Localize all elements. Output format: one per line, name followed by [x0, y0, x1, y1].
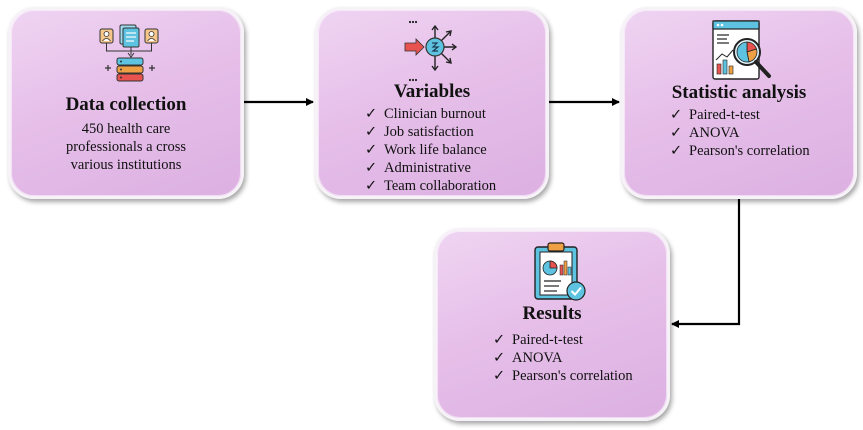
list-item: ✓ Pearson's correlation — [670, 142, 810, 160]
list-item-label: Pearson's correlation — [512, 368, 633, 384]
data-collection-icon — [99, 24, 159, 82]
data-collection-title: Data collection — [65, 94, 187, 115]
results-clipboard-icon — [534, 242, 586, 301]
list-item: ✓ Paired-t-test — [493, 331, 633, 349]
description-line: professionals a cross — [65, 139, 186, 155]
list-item-label: ANOVA — [512, 350, 563, 366]
list-item-label: Work life balance — [384, 142, 487, 158]
list-item-label: Paired-t-test — [689, 107, 760, 123]
list-item: ✓ Clinician burnout — [365, 105, 496, 123]
list-item: ✓ Paired-t-test — [670, 106, 810, 124]
check-icon: ✓ — [670, 125, 683, 141]
arrow-analysis-to-results — [671, 199, 741, 328]
data-collection-description: 450 health care professionals a cross va… — [11, 120, 241, 174]
list-item: ✓ Team collaboration — [365, 177, 496, 195]
check-icon: ✓ — [493, 368, 506, 384]
statistic-analysis-title: Statistic analysis — [671, 82, 807, 103]
list-item: ✓ Job satisfaction — [365, 123, 496, 141]
description-line: various institutions — [70, 157, 182, 173]
analysis-magnifier-icon — [712, 20, 771, 80]
list-item-label: Administrative — [384, 160, 471, 176]
list-item: ✓ Work life balance — [365, 141, 496, 159]
variables-list: ✓ Clinician burnout ✓ Job satisfaction ✓ Wo… — [365, 105, 496, 195]
list-item: ✓ Pearson's correlation — [493, 367, 633, 385]
check-icon: ✓ — [493, 332, 506, 348]
results-box: Results ✓ Paired-t-test ✓ ANOVA ✓ Pearson's… — [434, 228, 670, 421]
list-item-label: ANOVA — [689, 125, 740, 141]
check-icon: ✓ — [670, 107, 683, 123]
check-icon: ✓ — [670, 143, 683, 159]
data-collection-box: Data collection 450 health care professi… — [8, 7, 244, 199]
list-item: ✓ ANOVA — [670, 124, 810, 142]
check-icon: ✓ — [493, 350, 506, 366]
statistic-analysis-list: ✓ Paired-t-test ✓ ANOVA ✓ Pearson's correla… — [670, 106, 810, 160]
check-icon: ✓ — [365, 124, 378, 140]
check-icon: ✓ — [365, 178, 378, 194]
list-item: ✓ ANOVA — [493, 349, 633, 367]
list-item-label: Paired-t-test — [512, 332, 583, 348]
results-title: Results — [522, 303, 582, 324]
check-icon: ✓ — [365, 142, 378, 158]
list-item-label: Job satisfaction — [384, 124, 474, 140]
variables-box: Variables ✓ Clinician burnout ✓ Job satisf… — [315, 7, 549, 199]
variables-title: Variables — [393, 81, 471, 102]
results-list: ✓ Paired-t-test ✓ ANOVA ✓ Pearson's correla… — [493, 331, 633, 385]
check-icon: ✓ — [365, 160, 378, 176]
variables-network-icon — [404, 20, 458, 82]
list-item-label: Clinician burnout — [384, 106, 486, 122]
description-line: 450 health care — [81, 121, 171, 137]
list-item: ✓ Administrative — [365, 159, 496, 177]
list-item-label: Team collaboration — [384, 178, 497, 194]
list-item-label: Pearson's correlation — [689, 143, 810, 159]
check-icon: ✓ — [365, 106, 378, 122]
statistic-analysis-box: Statistic analysis ✓ Paired-t-test ✓ ANOVA… — [621, 7, 857, 199]
